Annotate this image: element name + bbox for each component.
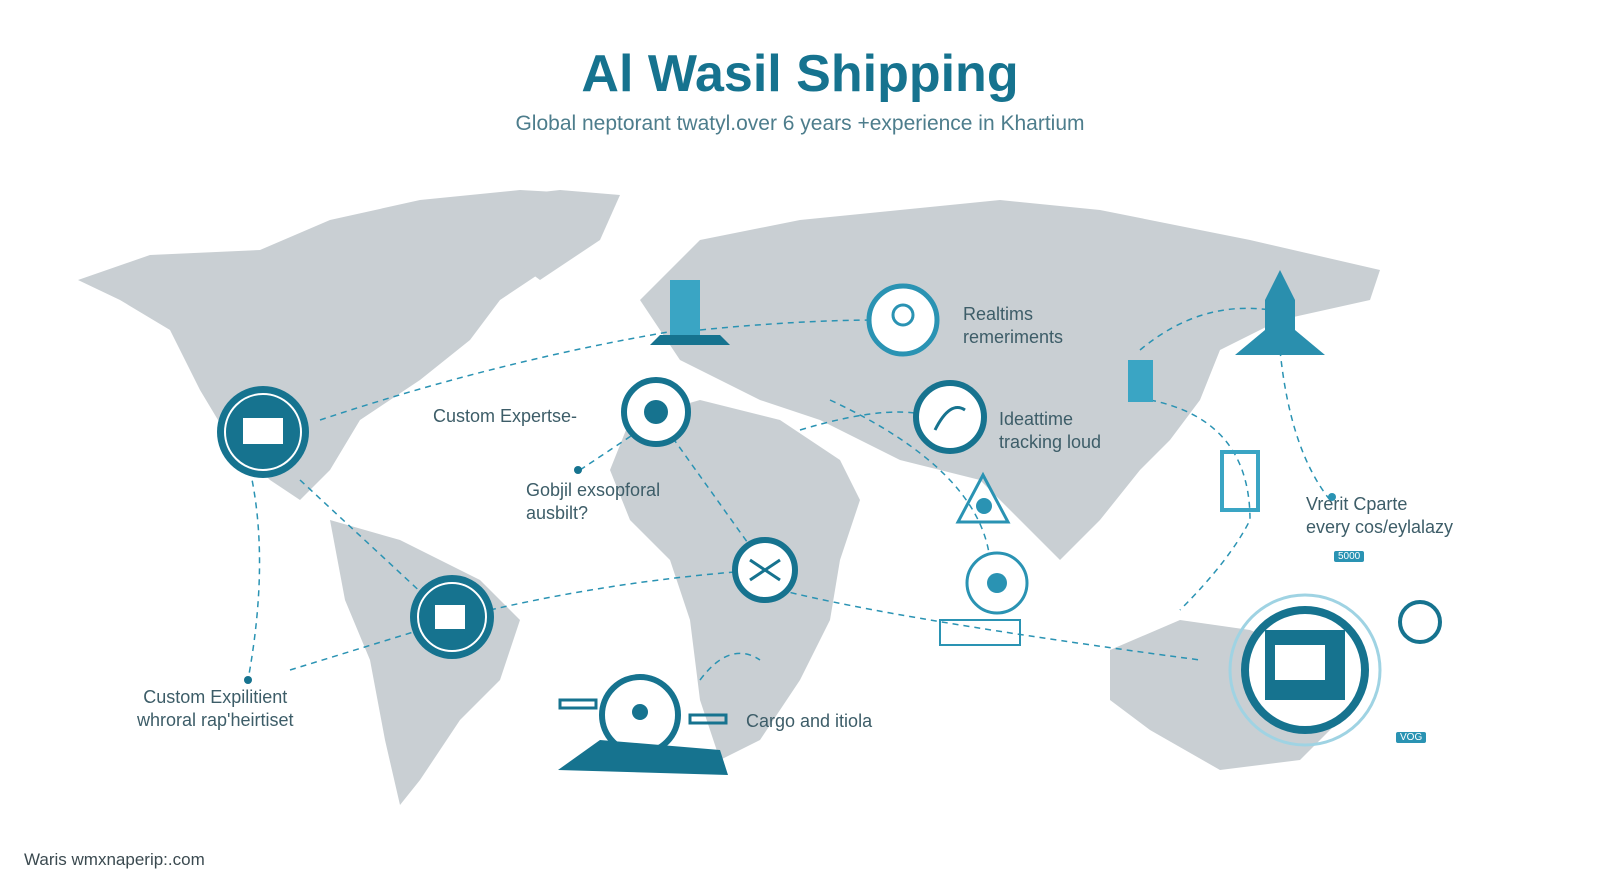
south-america	[330, 520, 520, 805]
tracking-badge-icon[interactable]	[913, 380, 987, 454]
page-title: Al Wasil Shipping	[581, 45, 1019, 103]
lock-badge-icon[interactable]	[621, 377, 691, 447]
badge-south-america-icon[interactable]	[410, 575, 494, 659]
markers	[217, 270, 1442, 775]
footer-url[interactable]: Waris wmxnaperip:.com	[24, 850, 205, 869]
triangle-icon[interactable]	[955, 471, 1011, 524]
globe-badge-icon[interactable]	[866, 283, 940, 357]
expedient-label-line2: whroral rap'heirtiset	[137, 710, 294, 730]
stopwatch-machine-icon[interactable]	[558, 674, 728, 775]
custom-expertise-label: Custom Expertse-	[433, 406, 578, 426]
expedient-label-line1: Custom Expilitient	[143, 687, 288, 707]
cargo-truck-badge-icon[interactable]	[1228, 593, 1382, 747]
global-label: Gobjil exsopforal ausbilt?	[526, 479, 660, 525]
landmark-europe-icon[interactable]	[650, 280, 730, 345]
bar-chart-icon	[939, 619, 1021, 646]
page-subtitle: Global neptorant twatyl.over 6 years +ex…	[515, 112, 1085, 135]
tag-bottom: VOG	[1396, 732, 1427, 743]
realtime-label-line1: Realtims	[963, 304, 1034, 324]
tag-top: 5000	[1334, 551, 1365, 562]
vrerit-label: Vrerit Cparte every cos/eylalazy	[1306, 493, 1453, 539]
gear-badge-icon[interactable]	[965, 551, 1029, 615]
tracking-label-line1: Ideattime	[999, 409, 1074, 429]
expedient-label: Custom Expilitient whroral rap'heirtiset	[137, 686, 294, 732]
compass-badge-icon[interactable]	[732, 537, 798, 603]
tracking-label: Ideattime tracking loud	[999, 408, 1101, 454]
badge-north-america-icon[interactable]	[217, 386, 309, 478]
north-america	[78, 190, 610, 500]
europe-asia	[640, 200, 1380, 560]
route-dot	[1328, 493, 1336, 501]
vrerit-label-line1: Vrerit Cparte	[1306, 494, 1408, 514]
greenland	[470, 190, 620, 280]
vrerit-label-line2: every cos/eylalazy	[1306, 517, 1454, 537]
statue-icon[interactable]	[1220, 450, 1260, 512]
rocket-icon[interactable]	[1235, 270, 1325, 355]
tracking-label-line2: tracking loud	[999, 432, 1102, 452]
global-label-line2: ausbilt?	[526, 503, 589, 523]
ship-globe-icon[interactable]	[1398, 600, 1442, 644]
global-label-line1: Gobjil exsopforal	[526, 480, 661, 500]
realtime-label: Realtims remeriments	[963, 303, 1063, 349]
route-dot	[244, 676, 252, 684]
lighthouse-icon[interactable]	[1128, 360, 1153, 402]
realtime-label-line2: remeriments	[963, 327, 1064, 347]
cargo-label: Cargo and itiola	[746, 711, 873, 731]
route-dot	[574, 466, 582, 474]
